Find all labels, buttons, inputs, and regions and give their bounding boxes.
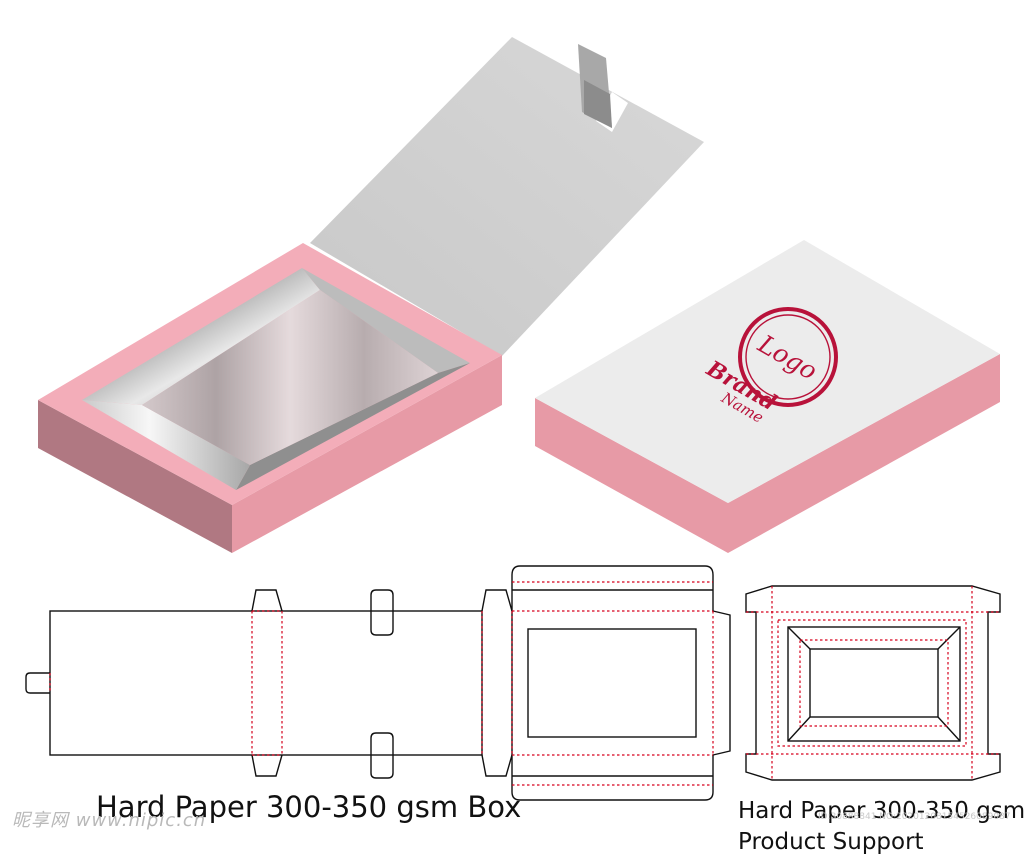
insert-bevel bbox=[937, 626, 961, 650]
insert-dieline-caption: Hard Paper 300-350 gsm Product Support bbox=[738, 796, 1024, 858]
dieline-spine-top bbox=[481, 589, 513, 612]
insert-dieline bbox=[745, 585, 1001, 781]
dieline-lock-tab-bottom bbox=[370, 732, 394, 755]
closure-tab-shade bbox=[584, 80, 612, 128]
box-dieline-caption: Hard Paper 300-350 gsm Box bbox=[96, 790, 522, 824]
fold-line bbox=[777, 619, 967, 747]
dieline-lock-tab-top bbox=[370, 589, 394, 611]
tray-left-side bbox=[38, 400, 232, 553]
dieline-side-tab bbox=[25, 672, 50, 694]
fold-line bbox=[799, 639, 949, 727]
closed-box-right-side bbox=[728, 354, 1000, 553]
insert-caption-line-1: Hard Paper 300-350 gsm bbox=[738, 798, 1024, 824]
box-dieline bbox=[25, 565, 731, 801]
logo-circle-inner bbox=[745, 314, 831, 400]
watermark-left: 昵享网 www.nipic.cn bbox=[12, 810, 207, 831]
insert-bevel bbox=[937, 716, 961, 742]
tray-floor-tint bbox=[142, 290, 438, 465]
box-packaging-scene: Logo Brand Name bbox=[25, 37, 1001, 801]
insert-bevel bbox=[787, 626, 811, 650]
insert-bevel bbox=[787, 716, 811, 742]
dieline-lock-slot-top bbox=[370, 611, 394, 636]
insert-support-frame bbox=[787, 626, 961, 742]
tray-window-floor bbox=[142, 290, 438, 465]
dieline-top-flap-panel bbox=[49, 610, 483, 756]
open-box-illustration bbox=[38, 37, 704, 553]
tray-front-side bbox=[232, 355, 502, 553]
dieline-window-cutout bbox=[527, 628, 697, 738]
insert-support-window bbox=[809, 648, 939, 718]
tray-window-inner-front bbox=[236, 363, 470, 490]
tray-window-inner-right bbox=[302, 268, 470, 373]
tray-window-inner-left bbox=[82, 268, 320, 405]
closed-box-lid-top bbox=[535, 240, 1000, 503]
insert-outline bbox=[745, 585, 1001, 781]
dieline-hinge-tab-top bbox=[251, 589, 283, 612]
insert-dieline-folds bbox=[746, 586, 1000, 780]
dieline-spine-bottom bbox=[481, 754, 513, 777]
closed-box-left-side bbox=[535, 398, 728, 553]
insert-caption-line-2: Product Support bbox=[738, 829, 924, 855]
dieline-hinge-tab-bottom bbox=[251, 754, 283, 777]
dieline-base-outline bbox=[511, 565, 731, 801]
dieline-lock-tail-bottom bbox=[370, 755, 394, 779]
logo-circle bbox=[738, 307, 838, 407]
watermark-right: ID:30888841 NO:20201208154526089087 bbox=[818, 812, 1011, 822]
tray-window-inner-back bbox=[82, 400, 250, 490]
closed-box-illustration: Logo Brand Name bbox=[535, 240, 1000, 553]
box-dieline-folds bbox=[49, 581, 714, 786]
